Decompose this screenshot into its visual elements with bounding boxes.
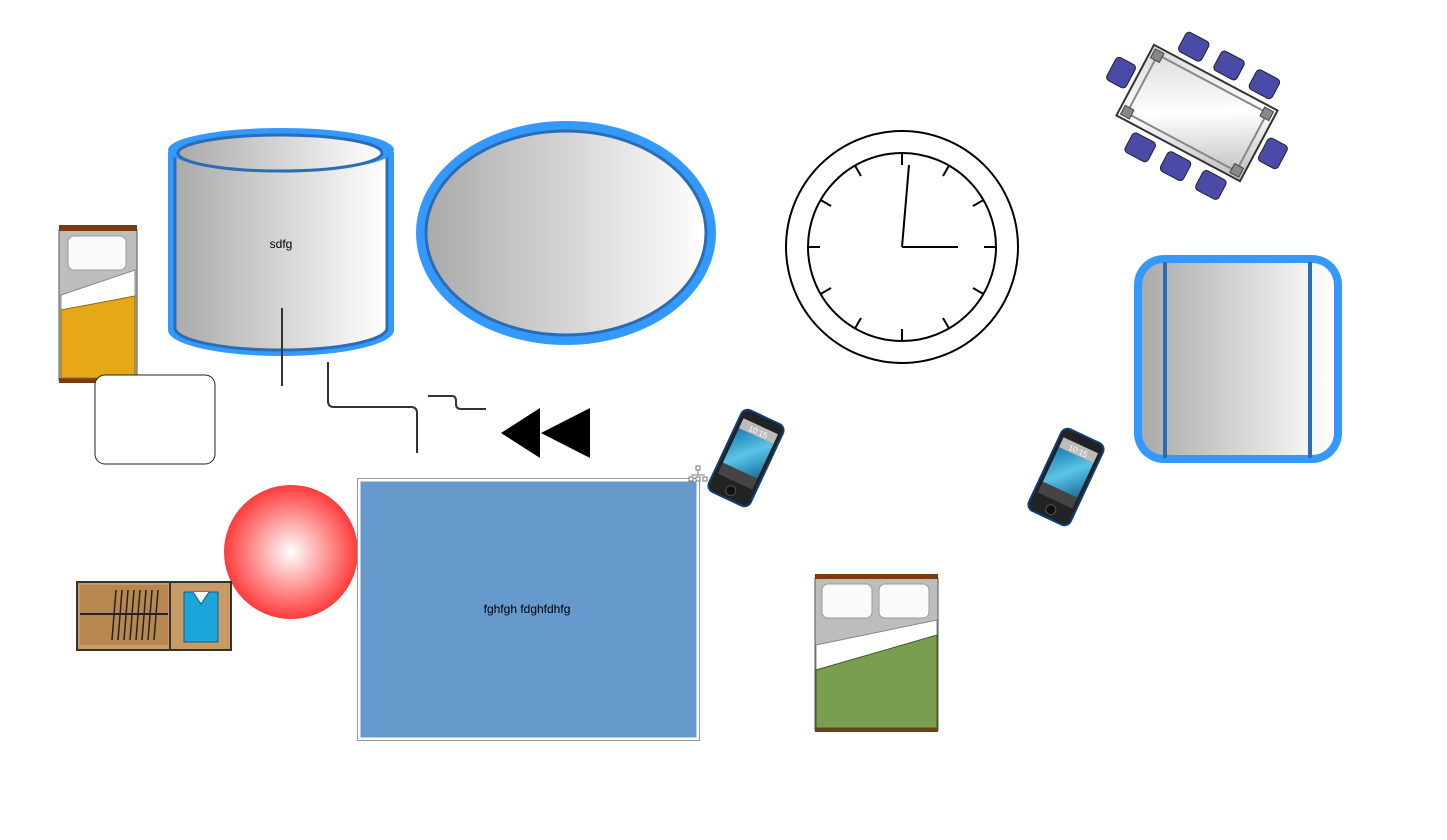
- sphere-shape[interactable]: [224, 485, 358, 619]
- single-bed-shape[interactable]: [58, 225, 138, 383]
- rounded-square-shape[interactable]: [1134, 255, 1342, 463]
- smartphone-icon[interactable]: 10:15: [1026, 426, 1106, 527]
- clock-tick: [854, 165, 862, 177]
- clock-icon[interactable]: [785, 130, 1019, 364]
- rounded-rectangle-shape[interactable]: [94, 374, 216, 465]
- clock-tick: [942, 165, 950, 177]
- clock-tick: [972, 199, 984, 207]
- clock-tick: [820, 199, 832, 207]
- rewind-icon[interactable]: [501, 408, 590, 458]
- double-bed-shape[interactable]: [814, 574, 939, 732]
- blue-rectangle-shape[interactable]: fghfgh fdghfdhfg: [357, 478, 700, 741]
- cylinder-label: sdfg: [270, 237, 293, 251]
- connector-curve[interactable]: [428, 395, 486, 410]
- tree-layout-icon[interactable]: [688, 465, 708, 482]
- clock-tick: [820, 287, 832, 295]
- clock-tick: [854, 317, 862, 329]
- ellipse-shape[interactable]: [416, 121, 716, 345]
- cylinder-shape[interactable]: sdfg: [168, 128, 394, 356]
- blue-rectangle-label: fghfgh fdghfdhfg: [484, 602, 571, 616]
- smartphone-icon[interactable]: 10:15: [706, 407, 786, 508]
- wardrobe-shape[interactable]: [76, 581, 232, 651]
- conference-table-shape[interactable]: [1079, 7, 1314, 218]
- clock-tick: [942, 317, 950, 329]
- connector-elbow[interactable]: [327, 362, 418, 453]
- clock-tick: [972, 287, 984, 295]
